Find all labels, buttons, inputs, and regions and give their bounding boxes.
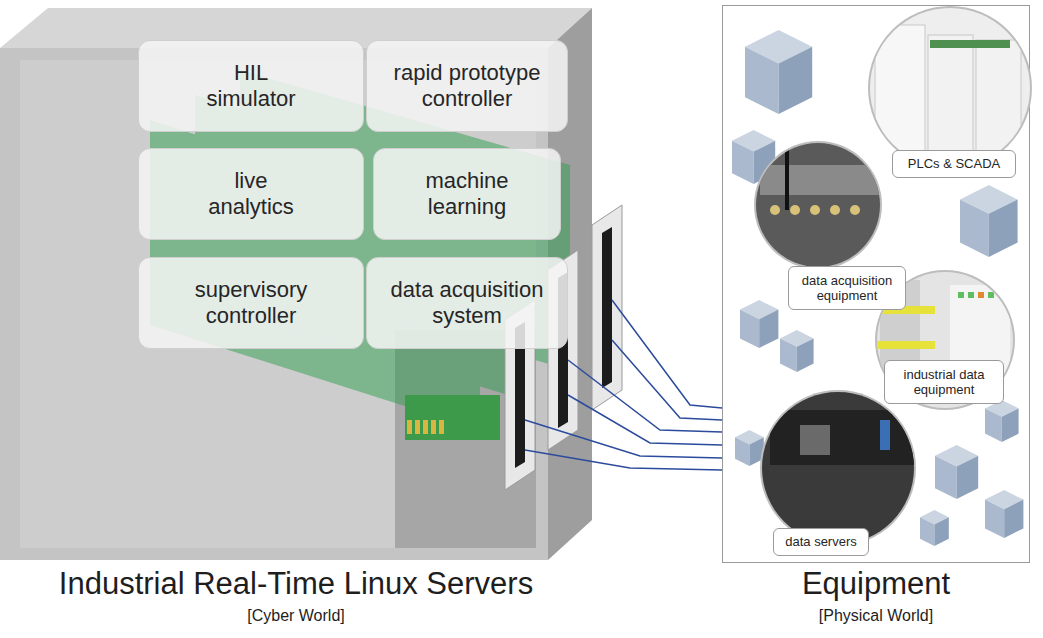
function-box: rapid prototype controller bbox=[366, 40, 568, 132]
card-edge bbox=[405, 395, 500, 440]
daq-photo bbox=[750, 140, 890, 270]
equipment-label: PLCs & SCADA bbox=[892, 150, 1016, 178]
box-label: data acquisition system bbox=[377, 277, 557, 329]
box-label: live analytics bbox=[191, 168, 311, 220]
caption-title: Equipment bbox=[722, 566, 1030, 602]
box-label: data servers bbox=[785, 534, 857, 549]
equipment-panel bbox=[723, 6, 1030, 563]
box-label: HIL simulator bbox=[191, 60, 311, 112]
box-label: machine learning bbox=[402, 168, 532, 220]
box-label: industrial data equipment bbox=[890, 367, 998, 398]
plc-photo bbox=[860, 0, 1040, 180]
caption-title: Industrial Real-Time Linux Servers bbox=[0, 566, 592, 602]
server-box bbox=[0, 8, 592, 560]
equipment-label: data acquisition equipment bbox=[788, 266, 906, 310]
equipment-group: Equipment [Physical World] PLCs & SCADA dat… bbox=[722, 0, 1030, 638]
caption-subtitle: [Physical World] bbox=[722, 607, 1030, 625]
equipment-label: data servers bbox=[773, 528, 869, 556]
box-label: supervisory controller bbox=[176, 277, 326, 329]
server-photo bbox=[755, 385, 925, 555]
function-box: supervisory controller bbox=[138, 257, 364, 349]
caption-subtitle: [Cyber World] bbox=[0, 607, 592, 625]
function-box: machine learning bbox=[373, 148, 561, 240]
box-label: PLCs & SCADA bbox=[908, 156, 1000, 171]
box-label: data acquisition equipment bbox=[794, 273, 900, 304]
equipment-label: industrial data equipment bbox=[884, 360, 1004, 404]
server-group: Industrial Real-Time Linux Servers [Cyber… bbox=[0, 0, 592, 638]
function-box: HIL simulator bbox=[138, 40, 364, 132]
box-label: rapid prototype controller bbox=[377, 60, 557, 112]
function-box: data acquisition system bbox=[366, 257, 568, 349]
function-box: live analytics bbox=[138, 148, 364, 240]
